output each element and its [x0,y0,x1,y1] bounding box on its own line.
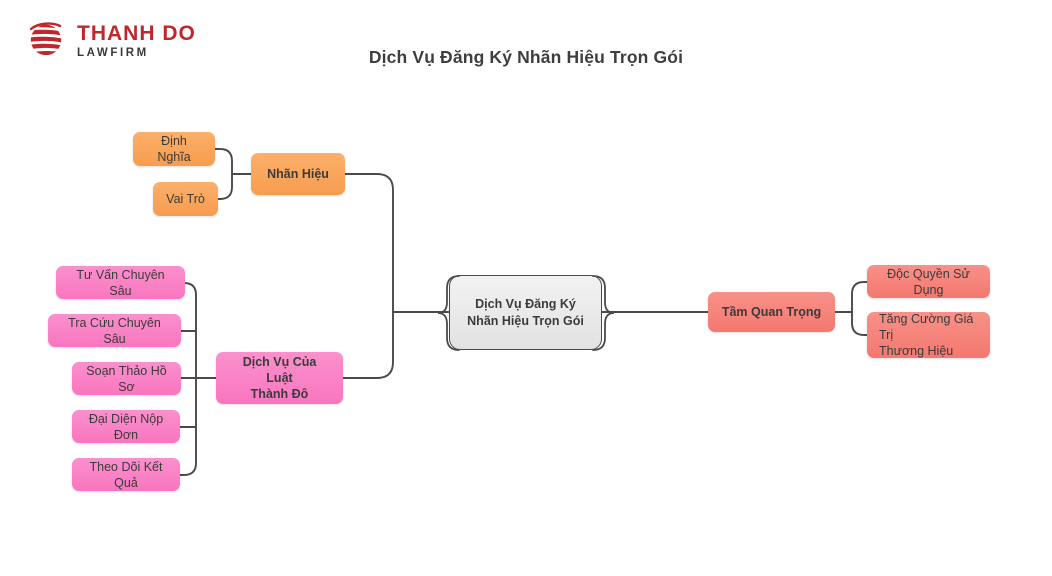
link-dichvu-tuvan [183,282,197,379]
node-leaf-soan-thao-ho-so[interactable]: Soạn Thảo Hồ Sơ [72,362,181,395]
node-leaf-doc-quyen-su-dung[interactable]: Độc Quyền Sử Dụng [867,265,990,298]
link-center-to-dichvu [342,311,394,379]
node-branch-dich-vu-luat-thanh-do[interactable]: Dịch Vụ Của Luật Thành Đô [216,352,343,404]
brand-name: THANH DO [77,21,196,45]
node-leaf-tra-cuu-chuyen-sau[interactable]: Tra Cứu Chuyên Sâu [48,314,181,347]
link-tqt-docquyen [851,281,868,313]
link-center-to-nhan-hieu [344,173,394,313]
node-leaf-dai-dien-nop-don[interactable]: Đại Diện Nộp Đơn [72,410,180,443]
node-center[interactable]: Dịch Vụ Đăng Ký Nhãn Hiệu Trọn Gói [449,275,602,350]
node-branch-nhan-hieu[interactable]: Nhãn Hiệu [251,153,345,195]
brand-logo: THANH DO LAWFIRM [22,20,196,60]
node-leaf-tu-van-chuyen-sau[interactable]: Tư Vấn Chuyên Sâu [56,266,185,299]
link-tqt-tangcuong [851,311,868,336]
center-brace-decoration [437,275,615,351]
node-leaf-theo-doi-ket-qua[interactable]: Theo Dõi Kết Quả [72,458,180,491]
link-dichvu-theodoi [179,377,197,476]
link-nhanhieu-dinhnghia [214,148,233,175]
node-leaf-vai-tro[interactable]: Vai Trò [153,182,218,216]
node-leaf-tang-cuong-gia-tri[interactable]: Tăng Cường Giá Trị Thương Hiệu [867,312,990,358]
link-nhanhieu-vaitro [217,173,233,200]
globe-stripes-icon [29,22,62,56]
node-branch-tam-quan-trong[interactable]: Tầm Quan Trọng [708,292,835,332]
node-leaf-dinh-nghia[interactable]: Định Nghĩa [133,132,215,166]
page-title: Dịch Vụ Đăng Ký Nhãn Hiệu Trọn Gói [368,47,684,67]
brand-subtitle: LAWFIRM [77,46,149,59]
